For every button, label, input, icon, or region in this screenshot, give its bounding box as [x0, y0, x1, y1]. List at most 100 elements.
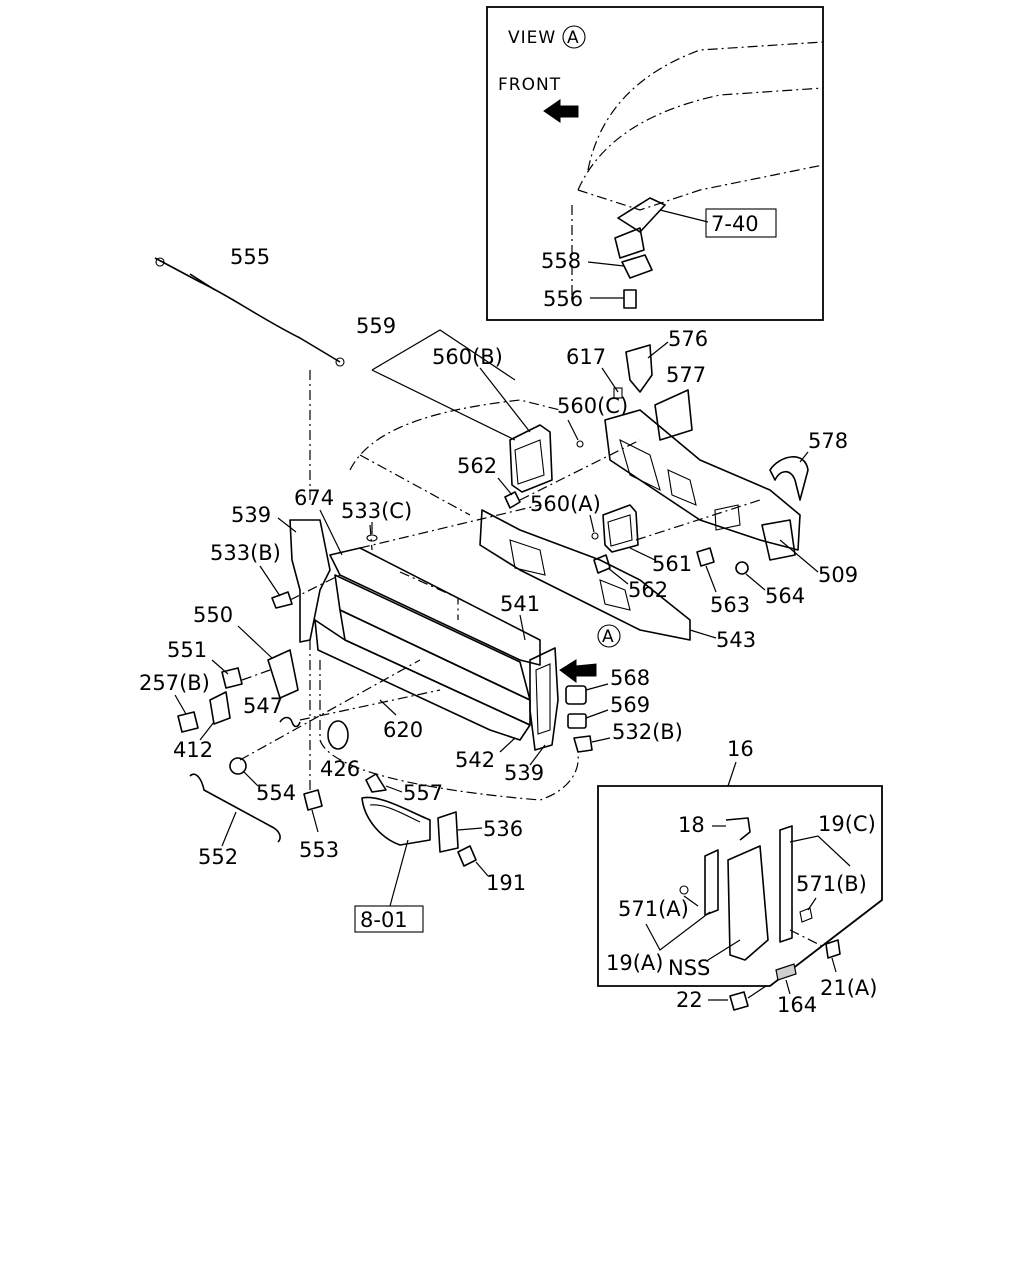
- part-571b: [799, 907, 813, 923]
- label-18: 18: [678, 813, 705, 837]
- leader-509: [779, 539, 819, 573]
- marker-a-circle: [597, 624, 621, 648]
- label-533b: 533(B): [210, 541, 281, 565]
- label-560a: 560(A): [530, 492, 601, 516]
- label-577: 577: [666, 363, 706, 387]
- part-539-right-pillar: [529, 647, 559, 751]
- leader-560b: [479, 367, 531, 433]
- label-562a: 562: [457, 454, 497, 478]
- leader-539b: [529, 744, 546, 766]
- leader-19a: [645, 911, 711, 951]
- label-22: 22: [676, 988, 703, 1012]
- leader-563: [705, 565, 717, 593]
- panel-lower-face: [314, 619, 531, 741]
- leader-560c: [567, 419, 579, 441]
- label-558: 558: [541, 249, 581, 273]
- part-536-bracket: [437, 811, 459, 853]
- part-552-rod: [189, 773, 281, 843]
- leader-536: [457, 827, 483, 831]
- part-576-latch: [625, 344, 653, 393]
- label-563: 563: [710, 593, 750, 617]
- leader-674: [319, 509, 343, 556]
- part-18-clip: [725, 817, 751, 841]
- part-571a: [679, 885, 689, 895]
- leader-257b: [174, 694, 187, 715]
- leader-620: [379, 699, 397, 716]
- part-568: [565, 685, 587, 705]
- cab-lower-outline: [577, 164, 824, 211]
- leader-541: [519, 614, 526, 641]
- view-a-frame: [486, 6, 824, 321]
- part-nss-panel: [727, 845, 769, 961]
- label-191: 191: [486, 871, 526, 895]
- label-553: 553: [299, 838, 339, 862]
- part-19a-strip: [704, 849, 719, 916]
- cable-sleeve: [189, 273, 216, 291]
- leader-543: [689, 629, 717, 639]
- leader-539a: [277, 517, 297, 533]
- part-533c: [366, 534, 378, 542]
- leader-412: [199, 721, 215, 741]
- leader-571a: [683, 895, 699, 907]
- upper-center: 559 560(B) 560(C) 562: [349, 314, 641, 516]
- label-533c: 533(C): [341, 499, 412, 523]
- part-560a-panel: [602, 504, 639, 553]
- part-22-screw: [729, 991, 749, 1011]
- leader-21a: [831, 957, 837, 973]
- front-label: FRONT: [498, 75, 561, 95]
- latch-axis-2: [299, 689, 441, 721]
- part-543-tab-2: [599, 579, 631, 611]
- label-542: 542: [455, 748, 495, 772]
- part-554-bushing: [229, 757, 247, 775]
- leader-564: [745, 573, 766, 591]
- label-541: 541: [500, 592, 540, 616]
- part-191-bolt: [457, 845, 477, 867]
- part-426-cap: [327, 720, 349, 750]
- part-547-spring: [279, 716, 301, 728]
- cab-body-outline: [577, 87, 824, 191]
- lamp-body: [361, 796, 431, 846]
- part-543-rail: [479, 509, 691, 641]
- right-reinforcement: 617 576 577 578 509: [566, 327, 858, 587]
- leader-562a: [497, 477, 513, 496]
- label-21a: 21(A): [820, 976, 877, 1000]
- leader-559-b: [371, 369, 516, 441]
- part-551-bolt: [221, 667, 243, 689]
- label-532b: 532(B): [612, 720, 683, 744]
- part-562b-bolt: [593, 554, 611, 574]
- reinforcement-body: [604, 409, 801, 551]
- label-578: 578: [808, 429, 848, 453]
- leader-553: [311, 809, 319, 833]
- label-257b: 257(B): [139, 671, 210, 695]
- part-539-left-pillar: [289, 519, 331, 643]
- part-19c-strip: [779, 825, 793, 943]
- inset-16-frame: [597, 785, 883, 987]
- ref-801-box: [354, 905, 424, 933]
- leader-559: [371, 329, 516, 381]
- ref-801: 8-01: [360, 908, 408, 932]
- part-533b: [271, 591, 293, 609]
- label-620: 620: [383, 718, 423, 742]
- marker-a: A: [602, 627, 615, 647]
- latch-parts: 550 551 257(B) 412 547 620 426 554 552 5…: [139, 603, 441, 869]
- leader-19c: [789, 835, 851, 867]
- part-563-bolt: [696, 547, 715, 567]
- leader-554: [243, 771, 259, 787]
- label-554: 554: [256, 781, 296, 805]
- part-578-clip: [769, 456, 809, 501]
- middle-right-parts: 560(A) 561 562 563 564: [530, 492, 805, 617]
- part-550-bracket: [267, 649, 299, 699]
- label-674: 674: [294, 486, 334, 510]
- panel-dash-detail-2: [369, 524, 373, 551]
- label-164: 164: [777, 993, 817, 1017]
- fastener-axis: [635, 499, 761, 541]
- view-a-title: VIEW: [508, 28, 556, 48]
- pillar-axis: [289, 574, 341, 601]
- part-577-plate: [654, 389, 693, 441]
- label-536: 536: [483, 817, 523, 841]
- front-panel: 539 674 533(C) 533(B) 539 568 569 532(B)…: [210, 486, 683, 801]
- leader-542: [499, 737, 516, 753]
- label-557: 557: [403, 781, 443, 805]
- part-558-clip: [621, 254, 653, 279]
- leader-578: [799, 451, 809, 463]
